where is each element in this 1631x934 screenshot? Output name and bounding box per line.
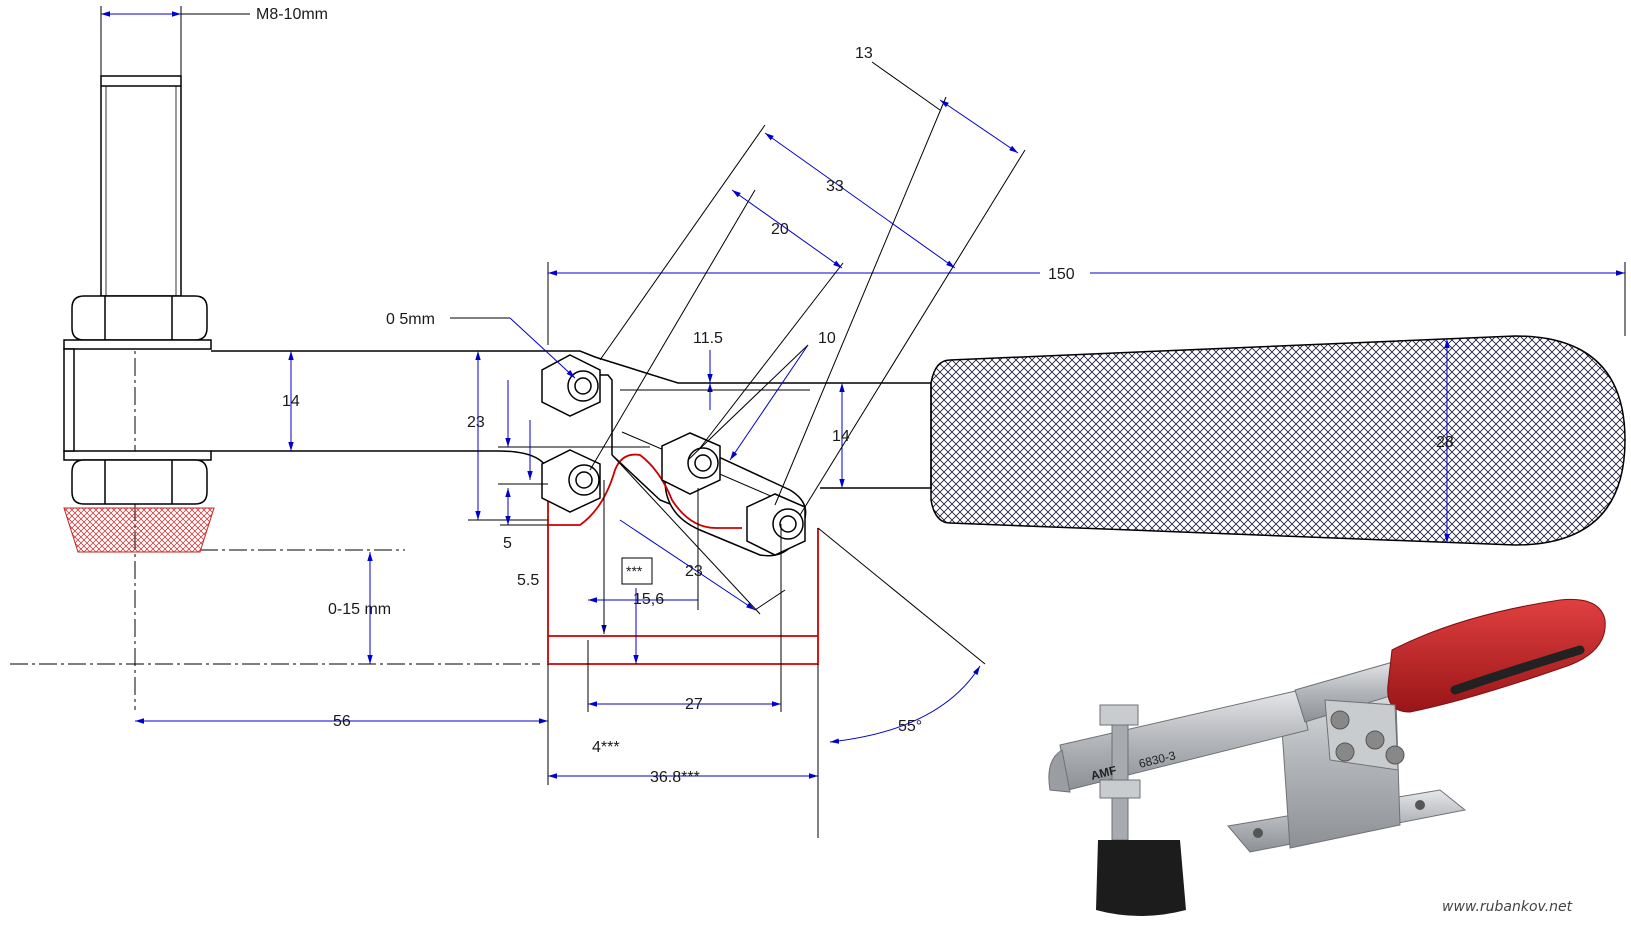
- label-13: 13: [855, 45, 873, 62]
- note-box: [621, 557, 653, 585]
- label-36-8: 36.8***: [650, 769, 700, 786]
- label-5: 5: [503, 535, 512, 552]
- label-20: 20: [771, 221, 789, 238]
- pin-right: [746, 493, 806, 556]
- label-handle-width: 28: [1436, 434, 1454, 451]
- dimension-lines: [100, 6, 1626, 838]
- pin-middle: [661, 432, 721, 495]
- base-bracket: [547, 453, 819, 665]
- label-total-length: 150: [1048, 266, 1075, 283]
- washers: [63, 339, 212, 461]
- label-15-6: 15,6: [633, 591, 664, 608]
- top-hex-nut: [71, 295, 208, 341]
- photo-red-grip: [1387, 598, 1606, 713]
- label-14-right: 14: [832, 428, 850, 445]
- product-photo: AMF 6830-3: [1048, 598, 1606, 916]
- label-angle: 55°: [898, 718, 922, 735]
- handle-grip: [930, 335, 1626, 546]
- rubber-tip: [63, 507, 215, 553]
- spindle-screw: [100, 75, 182, 297]
- pin-bottom: [541, 449, 601, 513]
- label-hole-dia: 0 5mm: [386, 311, 435, 328]
- pin-top: [541, 354, 601, 417]
- label-5-5: 5.5: [517, 572, 539, 589]
- bottom-hex-nut: [71, 459, 208, 505]
- label-10: 10: [818, 330, 836, 347]
- label-11-5: 11.5: [693, 330, 723, 347]
- label-56: 56: [333, 713, 351, 730]
- label-33: 33: [826, 178, 844, 195]
- label-27: 27: [685, 696, 703, 713]
- center-lines: [10, 300, 540, 710]
- photo-rubber-foot: [1096, 840, 1186, 916]
- photo-brand: AMF: [1089, 763, 1118, 783]
- pivot-pins: [541, 354, 806, 556]
- label-23-lower: 23: [685, 563, 703, 580]
- label-23-left: 23: [467, 414, 485, 431]
- label-4: 4***: [592, 739, 620, 756]
- label-arm-height: 14: [282, 393, 300, 410]
- label-range: 0-15 mm: [328, 601, 391, 618]
- label-note-box: ***: [626, 563, 643, 579]
- dimension-labels: M8-10mm 150 13 33 20 10 11.5 0 5mm 14 23…: [256, 6, 1454, 786]
- site-credit: www.rubankov.net: [1442, 899, 1573, 915]
- label-thread: M8-10mm: [256, 6, 328, 23]
